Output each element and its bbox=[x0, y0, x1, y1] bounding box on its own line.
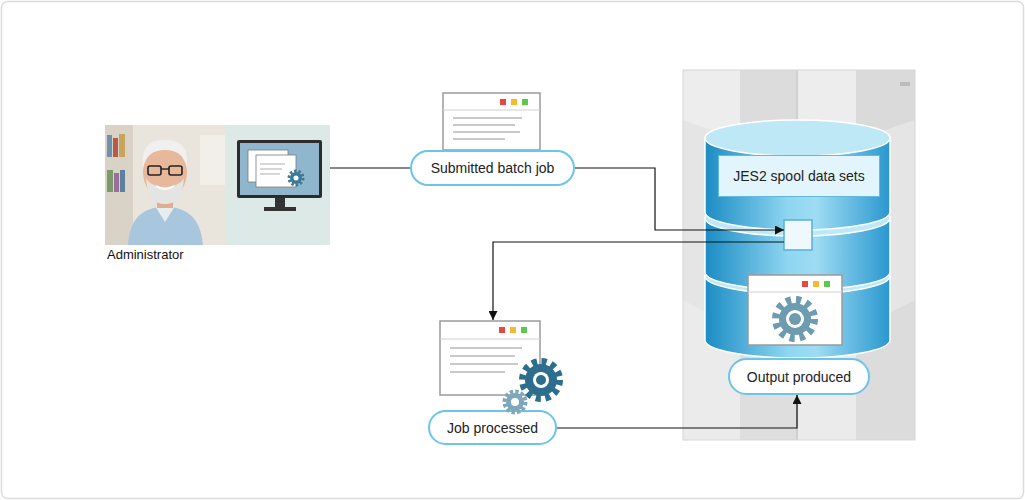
administrator-photo-part bbox=[105, 125, 225, 245]
step-node: Job processed bbox=[428, 320, 557, 445]
spool-entry-square-part bbox=[784, 220, 812, 250]
actor-label: Administrator bbox=[107, 247, 184, 262]
administrator-photo-part bbox=[148, 166, 161, 175]
workstation-monitor-part bbox=[237, 140, 322, 198]
processed-job-document-icon-part bbox=[440, 339, 540, 340]
administrator-photo-part bbox=[200, 135, 225, 185]
administrator-photo-part bbox=[120, 170, 125, 192]
processed-job-document-icon-part bbox=[510, 327, 516, 333]
batch-job-document-icon-part bbox=[500, 99, 506, 105]
administrator-photo-part bbox=[156, 186, 174, 189]
workstation-monitor-part bbox=[289, 171, 303, 185]
dataset-label: JES2 spool data sets bbox=[718, 155, 880, 197]
output-window-icon-part bbox=[779, 303, 811, 335]
workstation-monitor-part bbox=[225, 125, 330, 245]
batch-job-document-icon bbox=[443, 93, 540, 150]
output-window-icon-part bbox=[813, 281, 819, 287]
flow-connector bbox=[557, 395, 797, 428]
output-window-icon-part bbox=[776, 300, 814, 338]
batch-job-document-icon-part bbox=[443, 110, 540, 111]
mainframe-illustration-part bbox=[683, 70, 915, 440]
administrator-photo-part bbox=[128, 206, 203, 245]
mainframe-illustration-part bbox=[683, 70, 915, 440]
workstation-monitor bbox=[225, 125, 330, 245]
processed-job-document-icon-part bbox=[450, 371, 505, 373]
administrator-photo-part bbox=[119, 134, 125, 157]
spool-entry-square bbox=[784, 220, 812, 250]
batch-job-document-icon-part bbox=[453, 138, 505, 140]
workstation-monitor-part bbox=[256, 155, 296, 187]
job-gears-part bbox=[506, 393, 524, 411]
output-window-icon bbox=[748, 275, 842, 345]
administrator-photo bbox=[105, 125, 225, 245]
processed-job-document-icon-part bbox=[521, 327, 527, 333]
batch-job-document-icon-part bbox=[443, 93, 540, 150]
workstation-monitor-part bbox=[260, 163, 285, 165]
administrator-photo-part bbox=[146, 178, 184, 204]
administrator-photo-part bbox=[107, 170, 113, 192]
step-label: Submitted batch job bbox=[410, 150, 575, 186]
batch-job-document-icon-part bbox=[453, 131, 520, 133]
actor-box: Administrator bbox=[105, 125, 330, 245]
output-window-icon-part bbox=[786, 310, 804, 328]
output-window-icon-part bbox=[748, 292, 842, 293]
output-window-icon-part bbox=[789, 313, 801, 325]
job-gears-part bbox=[505, 392, 525, 412]
workstation-monitor-part bbox=[260, 173, 280, 175]
step-node: Submitted batch job bbox=[410, 92, 575, 186]
job-gears-part bbox=[525, 364, 557, 396]
administrator-photo-part bbox=[105, 125, 133, 245]
mainframe-illustration-part bbox=[900, 82, 910, 86]
processed-job-document-icon-part bbox=[450, 355, 515, 357]
job-gears-part bbox=[523, 362, 559, 398]
processed-job-document-icon-part bbox=[440, 321, 540, 395]
administrator-photo-part bbox=[113, 138, 118, 157]
administrator-photo-part bbox=[169, 166, 182, 175]
batch-job-document-icon-part bbox=[453, 117, 522, 119]
job-gears-part bbox=[533, 372, 549, 388]
workstation-monitor-part bbox=[294, 176, 299, 181]
administrator-photo-part bbox=[114, 173, 119, 192]
mainframe-illustration bbox=[683, 70, 915, 440]
batch-job-document-icon-part bbox=[453, 124, 515, 126]
processed-job-document-icon-part bbox=[450, 347, 522, 349]
disk-top bbox=[705, 120, 890, 156]
flow-connector bbox=[330, 167, 410, 168]
batch-job-document-icon-part bbox=[511, 99, 517, 105]
workstation-monitor-part bbox=[240, 143, 319, 195]
output-window-icon-part bbox=[748, 275, 842, 345]
database-cylinder: JES2 spool data setsOutput produced bbox=[705, 120, 890, 360]
processed-job-document-icon-part bbox=[450, 363, 518, 365]
flow-connector bbox=[575, 168, 784, 230]
job-gears-part bbox=[536, 375, 546, 385]
step-label: Job processed bbox=[428, 410, 557, 445]
administrator-photo-part bbox=[155, 206, 175, 222]
processed-job-document-icon bbox=[440, 321, 540, 395]
workstation-monitor-part bbox=[275, 198, 285, 208]
administrator-photo-part bbox=[161, 168, 169, 169]
workstation-monitor-part bbox=[260, 168, 282, 170]
administrator-photo-part bbox=[143, 140, 188, 168]
workstation-monitor-part bbox=[290, 172, 302, 184]
processed-job-document-icon-part bbox=[499, 327, 505, 333]
job-gears bbox=[505, 362, 559, 412]
step-label: Output produced bbox=[728, 358, 870, 395]
flow-connector bbox=[493, 242, 784, 320]
job-gears-part bbox=[511, 398, 519, 406]
administrator-photo-part bbox=[107, 135, 112, 157]
step-node: Output produced bbox=[728, 275, 870, 395]
workstation-monitor-part bbox=[264, 207, 296, 211]
output-window-icon-part bbox=[802, 281, 808, 287]
batch-job-document-icon-part bbox=[522, 99, 528, 105]
output-window-icon-part bbox=[824, 281, 830, 287]
